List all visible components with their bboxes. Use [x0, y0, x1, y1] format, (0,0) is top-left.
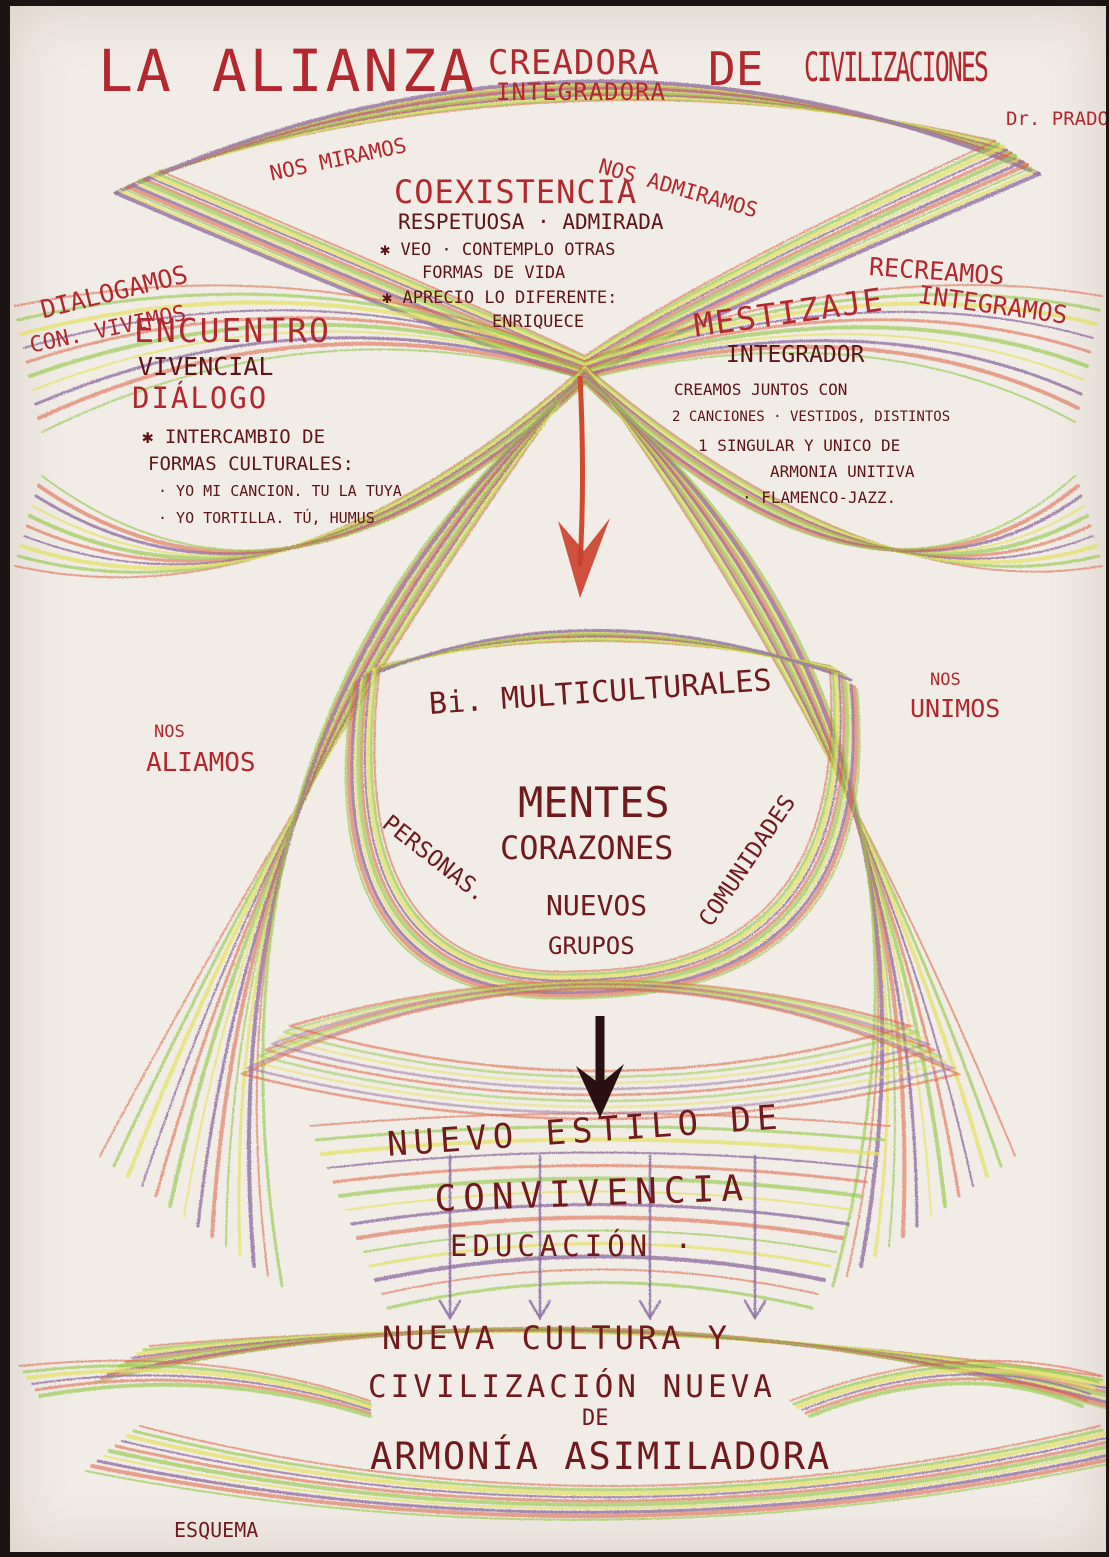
pastel-stroke: [39, 344, 585, 418]
bullet-formas-culturales: FORMAS CULTURALES:: [148, 455, 354, 474]
title-civilizaciones: CIVILIZACIONES: [804, 48, 987, 88]
line-civilizacion-nueva: CIVILIZACIÓN NUEVA: [368, 1372, 776, 1403]
line-armonia-unitiva: ARMONIA UNITIVA: [770, 464, 915, 480]
bullet-enriquece: ENRIQUECE: [492, 314, 584, 331]
sub-dialogo: DIÁLOGO: [132, 384, 268, 413]
heading-coexistencia: COEXISTENCIA: [394, 176, 637, 208]
word-nuevos: NUEVOS: [546, 892, 647, 920]
title-alianza: LA ALIANZA: [98, 42, 477, 100]
pastel-stroke: [42, 349, 585, 432]
paper-sheet: LA ALIANZA CREADORA INTEGRADORA DE CIVIL…: [10, 6, 1106, 1552]
bullet-intercambio: ✱ INTERCAMBIO DE: [142, 428, 325, 447]
pastel-stroke: [585, 366, 1015, 1156]
item-tortilla: · YO TORTILLA. TÚ, HUMUS: [158, 511, 375, 526]
sub-vivencial: VIVENCIAL: [138, 354, 273, 379]
word-grupos: GRUPOS: [548, 934, 635, 958]
sub-integrador: INTEGRADOR: [726, 344, 864, 367]
arrows: [558, 376, 624, 1118]
title-de: DE: [708, 46, 763, 92]
bullet-aprecio: ✱ APRECIO LO DIFERENTE:: [382, 290, 617, 307]
line-flamenco-jazz: · FLAMENCO-JAZZ.: [742, 490, 896, 506]
bullet-formas-de-vida: FORMAS DE VIDA: [422, 265, 565, 282]
footer-esquema: ESQUEMA: [174, 1520, 258, 1540]
pastel-stroke: [585, 367, 1001, 1166]
word-corazones: CORAZONES: [500, 832, 673, 864]
label-nos-left: NOS: [154, 724, 185, 741]
bullet-veo-contemplo: ✱ VEO · CONTEMPLO OTRAS: [380, 242, 615, 259]
heading-encuentro: ENCUENTRO: [134, 314, 331, 347]
label-aliamos: ALIAMOS: [146, 750, 256, 776]
line-creamos-juntos: CREAMOS JUNTOS CON: [674, 382, 847, 398]
line-nueva-cultura: NUEVA CULTURA Y: [382, 1322, 731, 1354]
pastel-stroke: [388, 1283, 812, 1309]
title-integradora: INTEGRADORA: [496, 80, 666, 104]
line-armonia-asimiladora: ARMONÍA ASIMILADORA: [370, 1438, 831, 1475]
line-de: DE: [582, 1408, 609, 1430]
line-canciones-vestidos: 2 CANCIONES · VESTIDOS, DISTINTOS: [672, 410, 950, 424]
label-unimos: UNIMOS: [910, 696, 1000, 721]
line-singular-unico: 1 SINGULAR Y UNICO DE: [698, 438, 900, 454]
label-nos-right: NOS: [930, 672, 961, 689]
sub-respetuosa-admirada: RESPETUOSA · ADMIRADA: [398, 212, 664, 233]
line-educacion: EDUCACIÓN ·: [450, 1232, 697, 1261]
title-creadora: CREADORA: [488, 46, 660, 80]
word-mentes: MENTES: [518, 782, 670, 824]
author-signature: Dr. PRADO: [1006, 110, 1106, 129]
item-cancion: · YO MI CANCION. TU LA TUYA: [158, 484, 402, 499]
